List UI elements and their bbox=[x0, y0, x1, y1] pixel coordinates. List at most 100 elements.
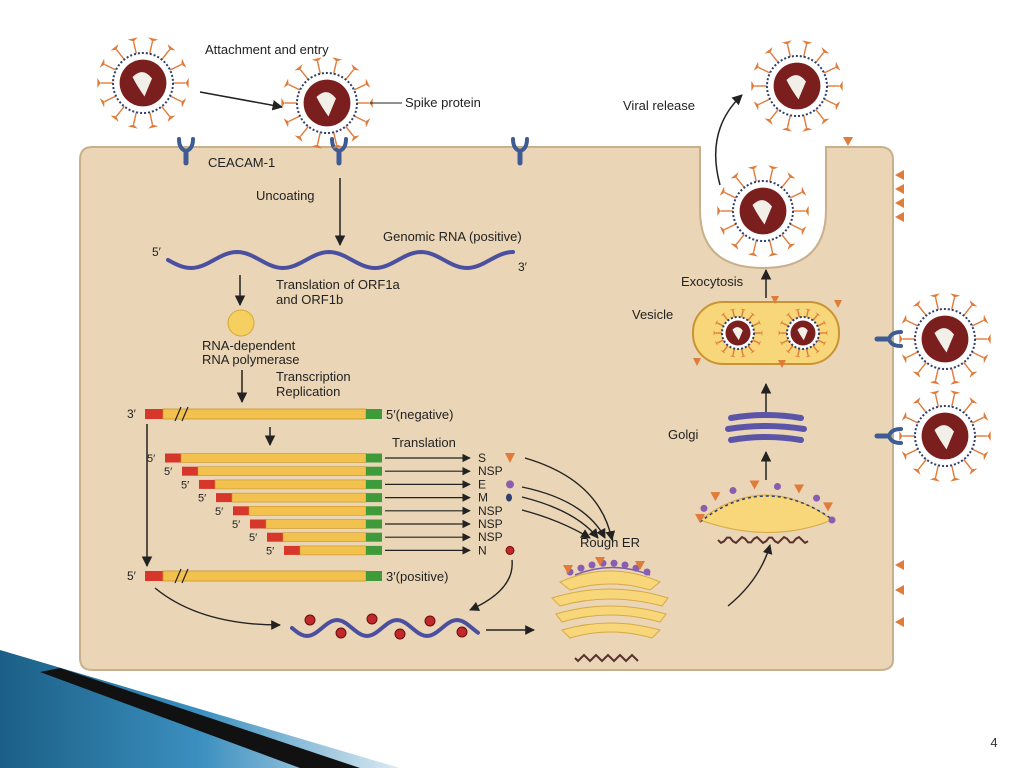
ceacam-label: CEACAM-1 bbox=[208, 155, 275, 170]
spike-protein-label: Spike protein bbox=[405, 95, 481, 110]
subgenomic-five-prime: 5′ bbox=[164, 466, 172, 478]
subgenomic-mrna: 5′ NSP bbox=[232, 517, 503, 531]
transcription-label: Transcription bbox=[276, 369, 351, 384]
nucleocapsid-marker bbox=[505, 545, 515, 555]
vesicle-spike bbox=[771, 296, 779, 304]
attachment-entry-label: Attachment and entry bbox=[205, 42, 329, 57]
subgenomic-five-prime: 5′ bbox=[215, 506, 223, 518]
positive-strand-label: 3′(positive) bbox=[386, 569, 448, 584]
virion bbox=[97, 37, 189, 129]
nucleocapsid-bead bbox=[456, 626, 468, 638]
ceacam-receptor bbox=[874, 330, 903, 348]
membrane-spike bbox=[895, 184, 904, 194]
subgenomic-mrna: 5′ NSP bbox=[164, 464, 503, 478]
negative-strand-label: 5′(negative) bbox=[386, 407, 453, 422]
viral-release-arrow bbox=[714, 94, 743, 186]
protein-label: E bbox=[478, 477, 486, 491]
genomic-rna-strand bbox=[166, 249, 515, 271]
ergic-rna bbox=[717, 535, 809, 545]
vesicle-spike bbox=[834, 300, 842, 308]
subgenomic-mrna: 5′ N bbox=[266, 543, 515, 557]
membrane-spike bbox=[895, 585, 904, 595]
attachment-arrow bbox=[199, 91, 284, 111]
protein-label: NSP bbox=[478, 517, 503, 531]
spike-protein-marker bbox=[505, 453, 515, 463]
membrane-spike bbox=[895, 212, 904, 222]
genomic-rna-label: Genomic RNA (positive) bbox=[383, 229, 522, 244]
ergic-spike bbox=[823, 502, 834, 512]
protein-label: NSP bbox=[478, 464, 503, 478]
subgenomic-five-prime: 5′ bbox=[181, 479, 189, 491]
ceacam-receptor bbox=[874, 427, 903, 445]
ergic-membrane bbox=[699, 495, 837, 523]
subgenomic-mrna: 5′ S bbox=[147, 451, 515, 465]
virion bbox=[717, 165, 809, 257]
right-membrane-receptors bbox=[874, 330, 903, 445]
page-number: 4 bbox=[990, 735, 998, 750]
subgenomic-mrna: 5′ E bbox=[181, 477, 514, 491]
subgenomic-mrna: 5′NSP bbox=[249, 530, 503, 544]
vesicle-label: Vesicle bbox=[632, 307, 673, 322]
protein-to-er-arrows bbox=[154, 457, 773, 635]
subgenomic-five-prime: 5′ bbox=[249, 532, 257, 544]
membrane-spike bbox=[895, 560, 904, 570]
uncoating-label: Uncoating bbox=[256, 188, 315, 203]
virion bbox=[899, 390, 991, 482]
virions bbox=[97, 37, 991, 482]
ergic-spike bbox=[749, 480, 760, 490]
golgi-cisterna bbox=[725, 423, 807, 432]
golgi-label: Golgi bbox=[668, 427, 698, 442]
subgenomic-five-prime: 5′ bbox=[147, 453, 155, 465]
er-spike-protein bbox=[595, 557, 605, 566]
protein-label: N bbox=[478, 543, 487, 557]
virion bbox=[778, 308, 828, 358]
rdrp-enzyme bbox=[227, 309, 255, 337]
er-membrane-protein bbox=[610, 559, 618, 567]
rough-er-cisternae bbox=[551, 570, 669, 639]
ergic-spike bbox=[695, 514, 705, 523]
golgi-cisterna bbox=[728, 412, 804, 421]
nucleocapsid-bead bbox=[366, 613, 378, 625]
vesicle-spike bbox=[693, 358, 701, 366]
subgenomic-five-prime: 5′ bbox=[232, 519, 240, 531]
protein-label: NSP bbox=[478, 504, 503, 518]
nucleocapsid-bead bbox=[394, 628, 406, 640]
ergic-protein bbox=[773, 483, 781, 491]
ergic-protein bbox=[813, 494, 821, 502]
slide-accent-swoosh bbox=[0, 650, 400, 768]
exocytosis-label: Exocytosis bbox=[681, 274, 744, 289]
genomic-rna-three-prime: 3′ bbox=[518, 260, 528, 274]
ergic-protein bbox=[700, 504, 708, 512]
membrane-spike bbox=[895, 198, 904, 208]
er-membrane-protein bbox=[588, 561, 596, 569]
positive-strand-five-prime: 5′ bbox=[127, 569, 137, 583]
virion bbox=[751, 40, 843, 132]
positive-strand-bar bbox=[145, 568, 382, 584]
subgenomic-five-prime: 5′ bbox=[266, 545, 274, 557]
golgi-cisterna bbox=[728, 434, 804, 443]
protein-label: S bbox=[478, 451, 486, 465]
nucleocapsid-proteins bbox=[304, 613, 468, 640]
envelope-protein-marker bbox=[506, 480, 514, 489]
virion bbox=[899, 293, 991, 385]
ergic-protein bbox=[828, 516, 836, 524]
negative-strand-bar bbox=[145, 406, 382, 422]
rough-er-membrane bbox=[574, 566, 651, 576]
nucleocapsid-bead bbox=[304, 614, 316, 626]
rough-er-label: Rough ER bbox=[580, 535, 640, 550]
rdrp-label-line2: RNA polymerase bbox=[202, 352, 300, 367]
membrane-spike bbox=[895, 617, 904, 627]
subgenomic-five-prime: 5′ bbox=[198, 493, 206, 505]
translation-label: Translation bbox=[392, 435, 456, 450]
membrane-spike-proteins bbox=[843, 137, 904, 627]
virion bbox=[713, 308, 763, 358]
vesicle-spike bbox=[778, 360, 786, 368]
er-membrane-protein bbox=[632, 564, 640, 572]
ceacam-receptor bbox=[511, 137, 529, 166]
er-membrane-protein bbox=[643, 568, 651, 576]
membrane-protein-marker bbox=[506, 493, 512, 502]
rough-er bbox=[551, 557, 669, 663]
er-translating-rna bbox=[574, 653, 639, 663]
